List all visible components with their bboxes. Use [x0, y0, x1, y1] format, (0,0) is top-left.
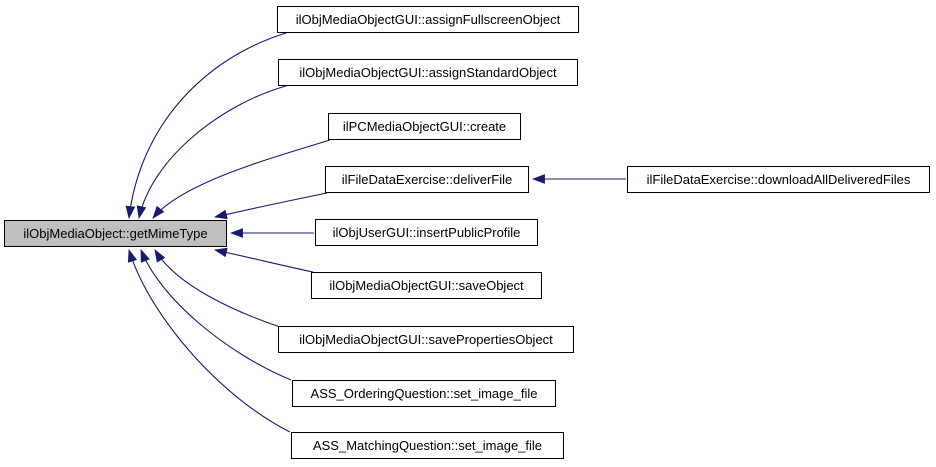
edge-assignfullscreenobject [125, 32, 287, 220]
edge-savepropertiesobject [154, 249, 281, 328]
node-deliverfile[interactable]: ilFileDataExercise::deliverFile [325, 166, 529, 193]
node-assignfullscreenobject[interactable]: ilObjMediaObjectGUI::assignFullscreenObj… [277, 6, 579, 33]
edge-saveobject [213, 247, 314, 273]
node-downloadalldeliveredfiles[interactable]: ilFileDataExercise::downloadAllDelivered… [627, 166, 930, 193]
node-ordering-set-image-file[interactable]: ASS_OrderingQuestion::set_image_file [292, 380, 556, 407]
node-create[interactable]: ilPCMediaObjectGUI::create [328, 113, 521, 140]
edge-deliverfile [213, 192, 328, 220]
edge-set-image-file-matching [127, 248, 291, 433]
edge-set-image-file-ordering [140, 248, 292, 381]
node-insertpublicprofile[interactable]: ilObjUserGUI::insertPublicProfile [315, 219, 538, 246]
edge-create [152, 139, 331, 219]
node-getmimetype: ilObjMediaObject::getMimeType [4, 220, 227, 247]
node-matching-set-image-file[interactable]: ASS_MatchingQuestion::set_image_file [291, 432, 564, 459]
edge-assignstandardobject [136, 85, 287, 220]
node-savepropertiesobject[interactable]: ilObjMediaObjectGUI::savePropertiesObjec… [278, 326, 574, 353]
node-assignstandardobject[interactable]: ilObjMediaObjectGUI::assignStandardObjec… [278, 59, 578, 86]
node-saveobject[interactable]: ilObjMediaObjectGUI::saveObject [311, 272, 542, 299]
